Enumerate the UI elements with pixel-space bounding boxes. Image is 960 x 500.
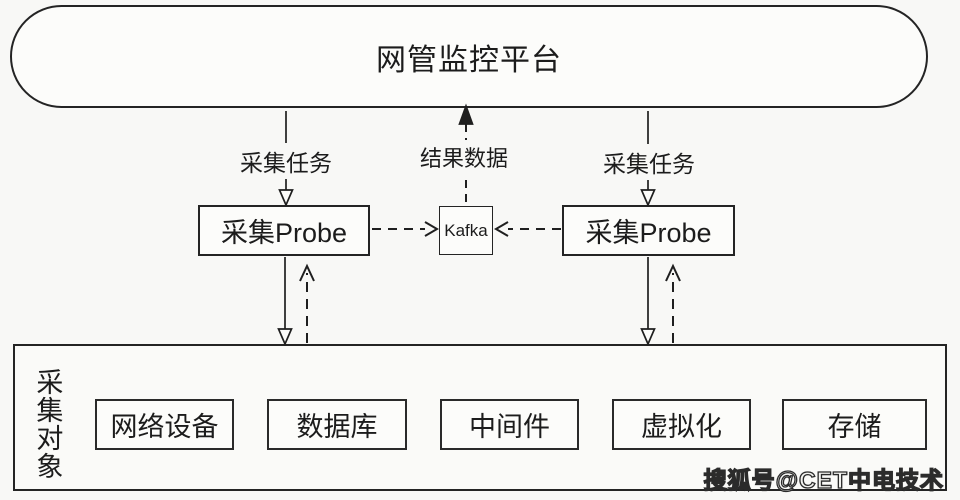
flow-label-task-right: 采集任务 [599,144,699,180]
edge-proberight-up-arrowhead [665,263,681,282]
platform-label: 网管监控平台 [376,43,562,77]
edge-probeleft-down-arrowhead [277,328,293,347]
probe-right-label: 采集Probe [585,218,712,248]
target-box-storage: 存储 [782,399,927,450]
kafka-node: Kafka [439,206,493,255]
edge-task-right-arrowhead [640,189,656,208]
edge-result-arrowhead [458,103,474,125]
probe-right-node: 采集Probe [562,205,735,256]
flow-label-result-data: 结果数据 [415,140,513,174]
watermark: 搜狐号@CET中电技术 [703,466,944,493]
flow-label-task-left: 采集任务 [236,143,336,179]
probe-left-node: 采集Probe [198,205,370,256]
edge-task-left-arrowhead [278,189,294,208]
edge-probeleft-kafka-arrowhead [424,221,439,237]
platform-node: 网管监控平台 [10,5,928,108]
target-label: 存储 [827,412,882,442]
target-label: 中间件 [469,412,550,442]
target-box-middleware: 中间件 [440,399,579,450]
edge-probeleft-up-arrowhead [299,263,315,282]
target-box-network-devices: 网络设备 [95,399,234,450]
targets-group-label: 采集对象 [32,368,63,480]
target-box-database: 数据库 [267,399,407,450]
target-box-virtualization: 虚拟化 [612,399,751,450]
probe-left-label: 采集Probe [220,218,348,248]
target-label: 数据库 [296,412,378,442]
target-label: 虚拟化 [641,412,722,442]
edge-proberight-down-arrowhead [640,328,656,347]
target-label: 网络设备 [110,412,219,442]
edge-proberight-kafka-arrowhead [494,221,509,237]
kafka-label: Kafka [444,220,488,240]
